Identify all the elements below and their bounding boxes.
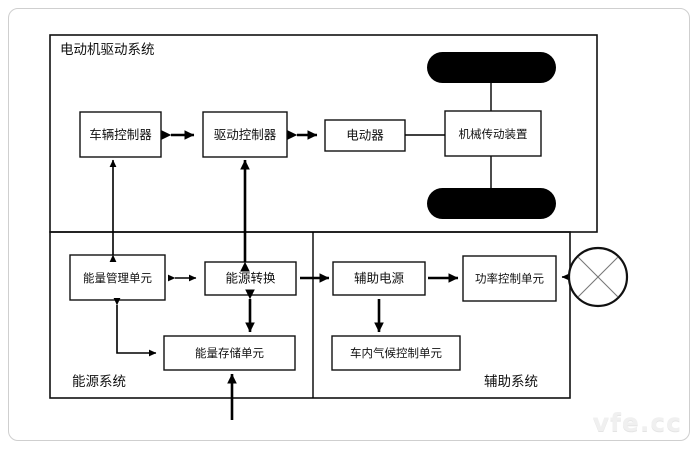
group-label-drive-system: 电动机驱动系统 (60, 42, 155, 58)
node-motor[interactable] (324, 119, 406, 152)
node-label-energy-storage-unit: 能量存储单元 (195, 346, 264, 360)
node-label-energy-management-unit: 能量管理单元 (83, 271, 152, 285)
node-label-mechanical-transmission: 机械传动装置 (459, 127, 528, 141)
node-power-control-unit[interactable] (462, 255, 557, 302)
wheel-icon-front (427, 52, 556, 83)
node-label-power-control-unit: 功率控制单元 (475, 272, 544, 286)
node-label-drive-controller: 驱动控制器 (214, 127, 277, 142)
node-label-vehicle-controller: 车辆控制器 (89, 127, 152, 142)
group-label-auxiliary-system: 辅助系统 (484, 374, 538, 390)
node-energy-management-unit[interactable] (69, 254, 166, 301)
wheel-icon-rear (427, 188, 556, 219)
steering-wheel-spoke-b (577, 256, 619, 298)
group-label-energy-system: 能源系统 (72, 374, 126, 390)
node-vehicle-controller[interactable] (79, 111, 162, 158)
node-label-motor: 电动器 (346, 128, 384, 143)
watermark: vfe.cc (592, 408, 682, 437)
node-label-cabin-climate-control-unit: 车内气候控制单元 (350, 346, 442, 360)
node-energy-storage-unit[interactable] (163, 335, 296, 371)
node-cabin-climate-control-unit[interactable] (331, 335, 461, 371)
node-label-energy-conversion: 能源转换 (225, 271, 276, 286)
node-label-auxiliary-power: 辅助电源 (354, 271, 405, 286)
node-drive-controller[interactable] (202, 111, 288, 158)
link-energy-management-energy-storage (113, 298, 157, 357)
node-auxiliary-power[interactable] (332, 261, 426, 296)
node-mechanical-transmission[interactable] (444, 110, 542, 157)
group-lower-systems (49, 231, 571, 399)
